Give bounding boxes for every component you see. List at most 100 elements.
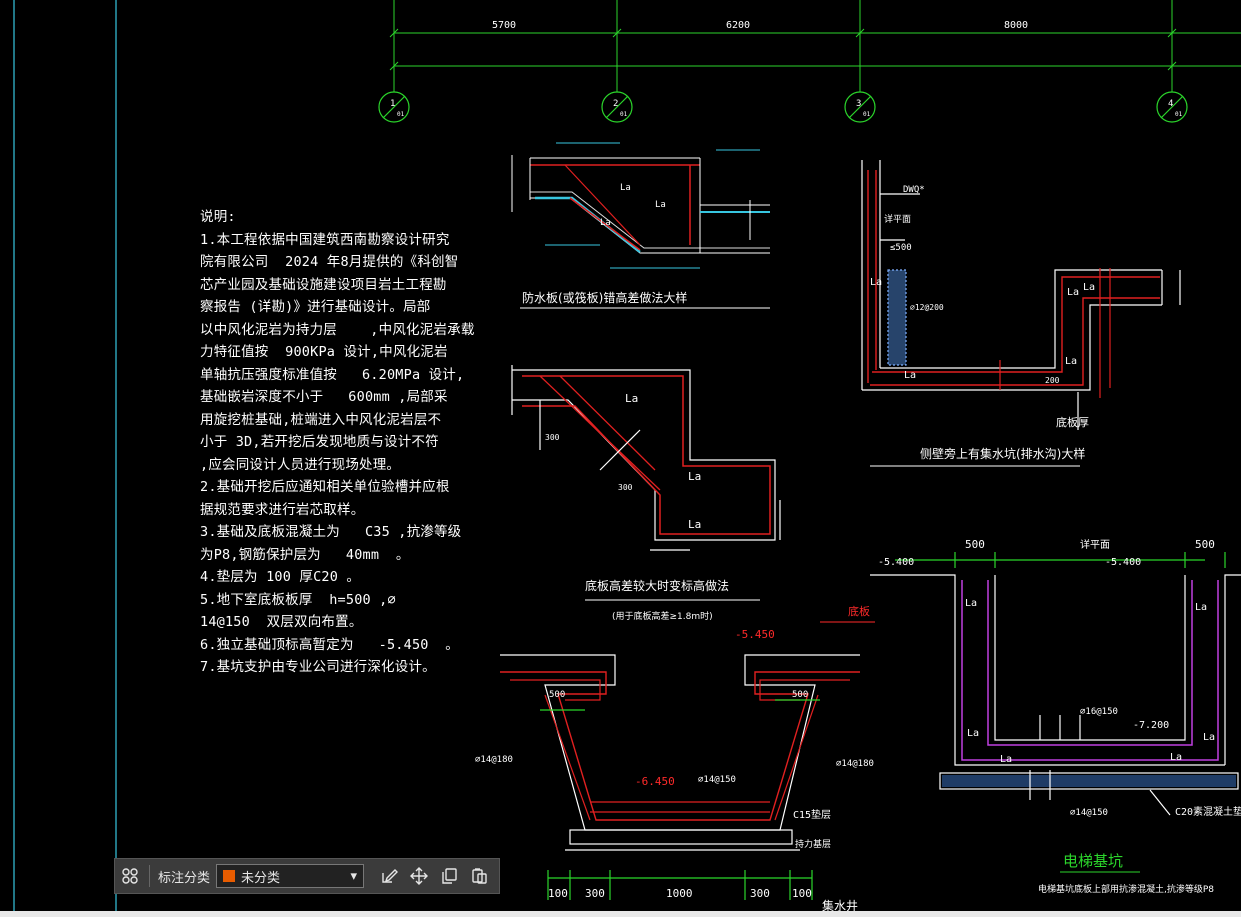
sidewall-title: 侧壁旁上有集水坑(排水沟)大样 — [920, 446, 1085, 461]
phi14-180-label-b: ⌀14@180 — [836, 759, 874, 769]
grid-icon[interactable] — [115, 861, 145, 891]
axis-num-2: 2 — [613, 99, 618, 109]
notes-line: 3.基础及底板混凝土为 C35 ,抗渗等级 — [200, 524, 462, 540]
phi14-150-elev: ⌀14@150 — [1070, 808, 1108, 818]
notes-line: 以中风化泥岩为持力层 ,中风化泥岩承载 — [200, 321, 475, 338]
la-10: La — [1083, 282, 1095, 293]
phi14-150-label: ⌀14@150 — [698, 775, 736, 785]
la-11: La — [1065, 356, 1077, 367]
dim-300-d: 300 — [750, 887, 770, 900]
la-4: La — [625, 392, 638, 405]
waterproof-step-title: 防水板(或筏板)错高差做法大样 — [522, 290, 687, 305]
detail-sidewall-sump — [861, 160, 1181, 430]
category-dropdown[interactable]: 未分类 ▾ — [216, 864, 365, 888]
la-9: La — [1067, 287, 1079, 298]
notes-line: 说明: — [200, 209, 236, 225]
elev-5450-label: -5.450 — [735, 628, 775, 641]
detail-elevator-pit — [870, 552, 1241, 816]
c15-cushion-label: C15垫层 — [793, 808, 831, 821]
axis-num-1: 1 — [390, 99, 395, 109]
la-16: La — [1000, 754, 1012, 765]
la-1: La — [620, 183, 631, 193]
elev-7200: -7.200 — [1133, 720, 1169, 731]
notes-line: 14@150 双层双向布置。 — [200, 614, 363, 630]
notes-line: 基础嵌岩深度不小于 600mm ,局部采 — [200, 389, 448, 405]
dim-1000: 1000 — [666, 887, 693, 900]
la-6: La — [688, 518, 701, 531]
design-notes: 说明: 1.本工程依据中国建筑西南勘察设计研究 院有限公司 2024 年8月提供… — [200, 206, 475, 679]
la-5: La — [688, 470, 701, 483]
la-17: La — [1170, 752, 1182, 763]
notes-line: 2.基础开挖后应通知相关单位验槽并应根 — [200, 479, 450, 495]
notes-line: 6.独立基础顶标高暂定为 -5.450 。 — [200, 636, 459, 653]
dim-100-b: 100 — [792, 887, 812, 900]
detail-slab-step — [511, 365, 781, 551]
le500-label: ≤500 — [890, 243, 912, 253]
dim-5700: 5700 — [492, 20, 516, 31]
la-12: La — [965, 598, 977, 609]
notes-line: 4.垫层为 100 厚C20 。 — [200, 569, 361, 585]
detail-plan-label: 详平面 — [884, 213, 911, 225]
slab-red-label: 底板 — [848, 604, 870, 618]
notes-line: 据规范要求进行岩芯取样。 — [200, 501, 365, 518]
dim-500-elev-a: 500 — [965, 538, 985, 551]
move-icon[interactable] — [404, 861, 434, 891]
axis-grid-top — [389, 0, 1241, 92]
dim-500-elev-b: 500 — [1195, 538, 1215, 551]
la-14: La — [967, 728, 979, 739]
annotation-toolbar: 标注分类 未分类 ▾ — [114, 858, 500, 894]
dim-plan-elev: 详平面 — [1080, 538, 1110, 551]
phi12-label: ⌀12@200 — [910, 303, 944, 312]
dwq-label: DWQ* — [903, 185, 925, 195]
dim-500-sump-b: 500 — [792, 690, 808, 700]
phi16-150: ⌀16@150 — [1080, 707, 1118, 717]
la-2: La — [655, 200, 666, 210]
axis-bubble-4 — [1156, 91, 1188, 123]
elevator-subtitle: 电梯基坑底板上部用抗渗混凝土,抗渗等级P8 — [1038, 883, 1214, 895]
axis-sub-2: 01 — [620, 111, 628, 118]
axis-sub-3: 01 — [863, 111, 871, 118]
elev-5400-a: -5.400 — [878, 557, 914, 568]
notes-line: 院有限公司 2024 年8月提供的《科创智 — [200, 254, 459, 270]
axis-bubble-1 — [378, 91, 410, 123]
c20-cushion-label: C20素混凝土垫层 — [1175, 805, 1241, 818]
la-7: La — [870, 277, 882, 288]
dim-300-b: 300 — [618, 483, 633, 492]
category-dropdown-value: 未分类 — [241, 870, 281, 886]
chevron-down-icon: ▾ — [350, 868, 358, 884]
notes-line: 1.本工程依据中国建筑西南勘察设计研究 — [200, 231, 450, 248]
dim-300-c: 300 — [585, 887, 605, 900]
dim-100-a: 100 — [548, 887, 568, 900]
elev-5400-b: -5.400 — [1105, 557, 1141, 568]
paste-icon[interactable] — [464, 861, 494, 891]
annotation-category-label: 标注分类 — [158, 870, 211, 886]
dim-300-a: 300 — [545, 433, 560, 442]
notes-line: 用旋挖桩基础,桩端进入中风化泥岩层不 — [200, 411, 442, 428]
axis-sub-4: 01 — [1175, 111, 1183, 118]
dim-6200: 6200 — [726, 20, 750, 31]
axis-sub-1: 01 — [397, 111, 405, 118]
edit-icon[interactable] — [374, 861, 404, 891]
detail-waterproof-step — [511, 142, 770, 269]
slab-step-title: 底板高差较大时变标高做法 — [585, 578, 729, 593]
elevator-title: 电梯基坑 — [1063, 852, 1123, 870]
axis-bubble-2 — [601, 91, 633, 123]
notes-line: 7.基坑支护由专业公司进行深化设计。 — [200, 659, 436, 675]
notes-line: 5.地下室底板板厚 h=500 ,⌀ — [200, 591, 396, 608]
status-strip — [0, 911, 1241, 917]
axis-num-4: 4 — [1168, 99, 1173, 109]
sump-title: 集水井 — [822, 898, 858, 913]
phi14-180-label: ⌀14@180 — [475, 755, 513, 765]
detail-sump-pit — [500, 654, 860, 900]
notes-line: 为P8,钢筋保护层为 40mm 。 — [200, 546, 410, 563]
dim-500-sump-a: 500 — [549, 690, 565, 700]
slab-step-subtitle: (用于底板高差≥1.8m时) — [612, 610, 713, 622]
la-15: La — [1203, 732, 1215, 743]
notes-line: 力特征值按 900KPa 设计,中风化泥岩 — [200, 344, 448, 360]
num200-label: 200 — [1045, 376, 1060, 385]
copy-icon[interactable] — [434, 861, 464, 891]
notes-line: 芯产业园及基础设施建设项目岩土工程勘 — [200, 276, 447, 293]
subgrade-label: 持力基层 — [795, 838, 831, 850]
la-13: La — [1195, 602, 1207, 613]
